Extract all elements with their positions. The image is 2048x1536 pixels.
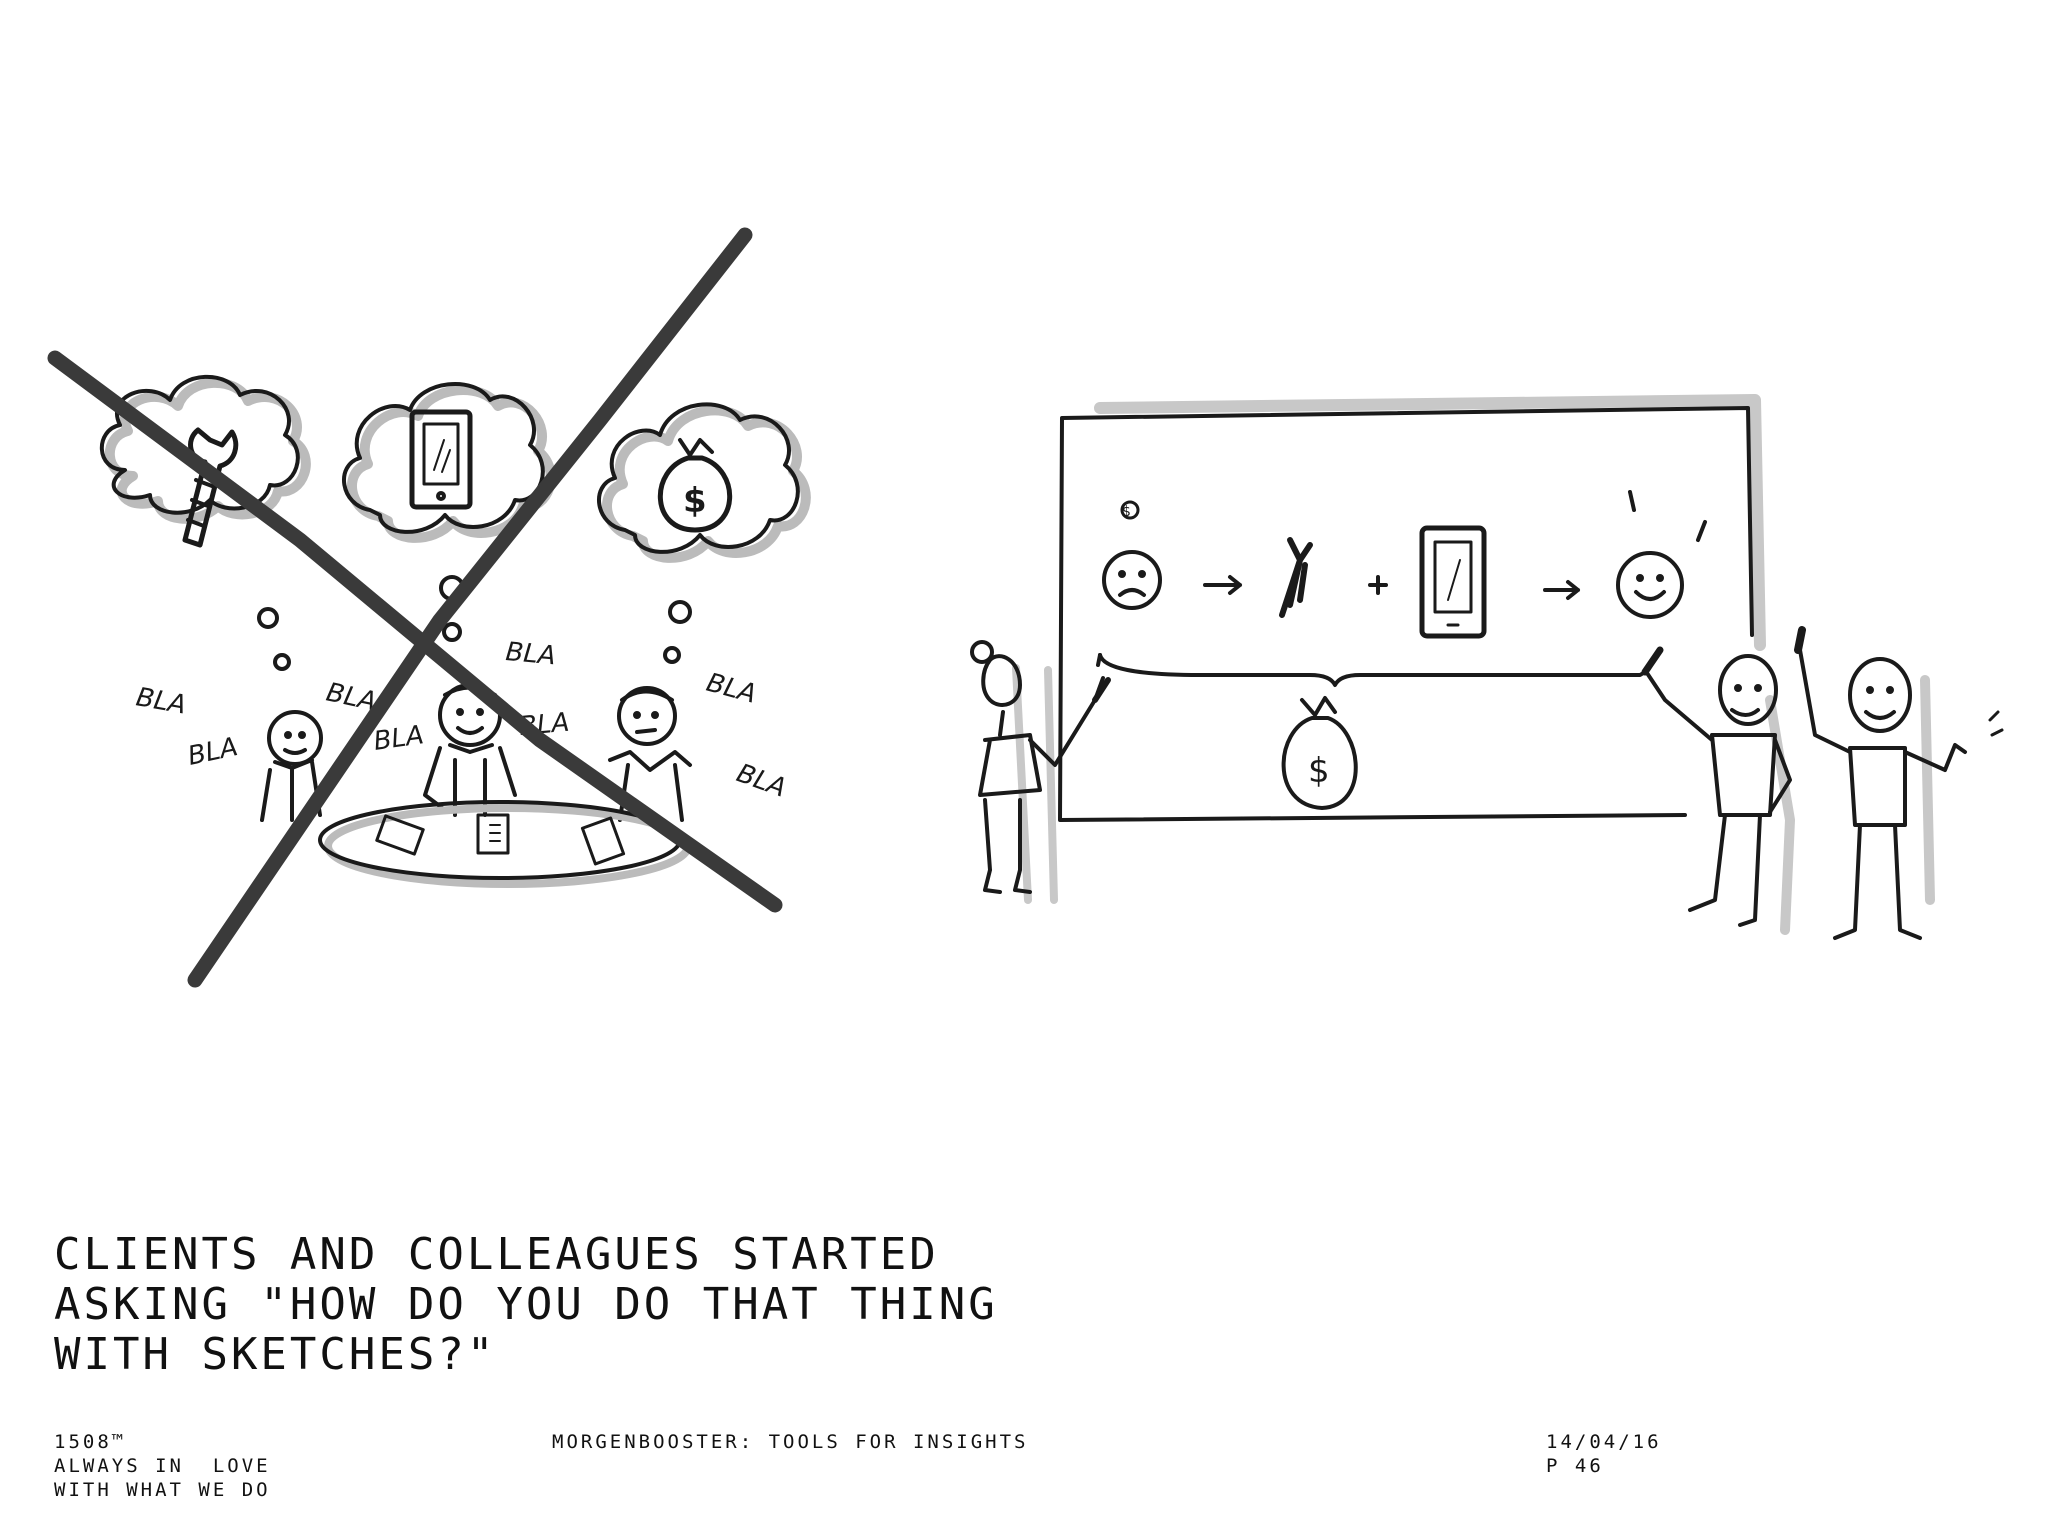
thought-bubble-dot [663, 646, 681, 664]
tool-icon [1279, 537, 1313, 618]
thumbs-up-man [1794, 626, 2004, 940]
event-title: MORGENBOOSTER: TOOLS FOR INSIGHTS [552, 1431, 1029, 1453]
speech-words: BLA BLA BLA BLA BLA BLA BLA BLA [134, 637, 790, 804]
whiteboard [1058, 394, 1766, 822]
thought-cloud-money: $ [597, 402, 811, 563]
headline-line: WITH SKETCHES?" [54, 1329, 497, 1380]
thought-bubble-dot [442, 622, 462, 642]
meeting-person-right [608, 686, 692, 822]
svg-text:$: $ [1308, 751, 1330, 791]
plus-icon [1368, 575, 1388, 595]
whiteboard-money-bag-icon: $ [1281, 696, 1358, 810]
headline-line: ASKING "HOW DO YOU DO THAT THING [54, 1279, 998, 1330]
left-scene-meeting: $ BLA BLA BLA BLA BLA BLA BLA BLA [47, 227, 811, 988]
speech-word: BLA [134, 682, 189, 720]
wrench-icon [182, 427, 239, 548]
right-scene-whiteboard: $ $ [970, 394, 2004, 940]
presenter-man [1641, 646, 1795, 935]
svg-text:$: $ [1122, 504, 1131, 520]
brand-name: 1508™ [54, 1431, 127, 1453]
svg-text:$: $ [683, 481, 707, 521]
speech-word: BLA [185, 732, 240, 772]
whiteboard-smartphone-icon [1419, 525, 1487, 639]
headline-line: CLIENTS AND COLLEAGUES STARTED [54, 1229, 939, 1280]
brand-tagline-line: ALWAYS IN LOVE [54, 1455, 271, 1477]
cross-out-mark [47, 227, 783, 988]
thought-cloud-phone [342, 382, 556, 543]
speech-word: BLA [733, 758, 790, 803]
smartphone-icon [409, 409, 473, 510]
footer-event-block: MORGENBOOSTER: TOOLS FOR INSIGHTS [552, 1430, 1029, 1454]
headline: CLIENTS AND COLLEAGUES STARTED ASKING "H… [54, 1230, 998, 1380]
meeting-person-left [260, 710, 323, 822]
brand-tagline-line: WITH WHAT WE DO [54, 1479, 271, 1501]
whiteboard-sad-face: $ [1102, 500, 1162, 610]
money-bag-icon: $ [657, 438, 733, 533]
thought-bubble-dot [668, 600, 692, 624]
page-number: P 46 [1546, 1455, 1604, 1477]
presenter-woman [970, 640, 1111, 904]
speech-word: BLA [372, 720, 426, 757]
sketch-illustration: $ BLA BLA BLA BLA BLA BLA BLA BLA [47, 227, 2004, 988]
date-label: 14/04/16 [1546, 1431, 1662, 1453]
whiteboard-happy-face [1616, 490, 1707, 619]
speech-word: BLA [703, 668, 759, 710]
thought-bubble-dot [257, 607, 279, 629]
footer-meta-block: 14/04/16 P 46 [1546, 1430, 1662, 1478]
arrow-icon [1543, 580, 1580, 600]
footer-brand-block: 1508™ ALWAYS IN LOVE WITH WHAT WE DO [54, 1430, 271, 1502]
speech-word: BLA [504, 637, 557, 671]
arrow-icon [1203, 575, 1242, 595]
thought-bubble-dot [273, 653, 291, 671]
